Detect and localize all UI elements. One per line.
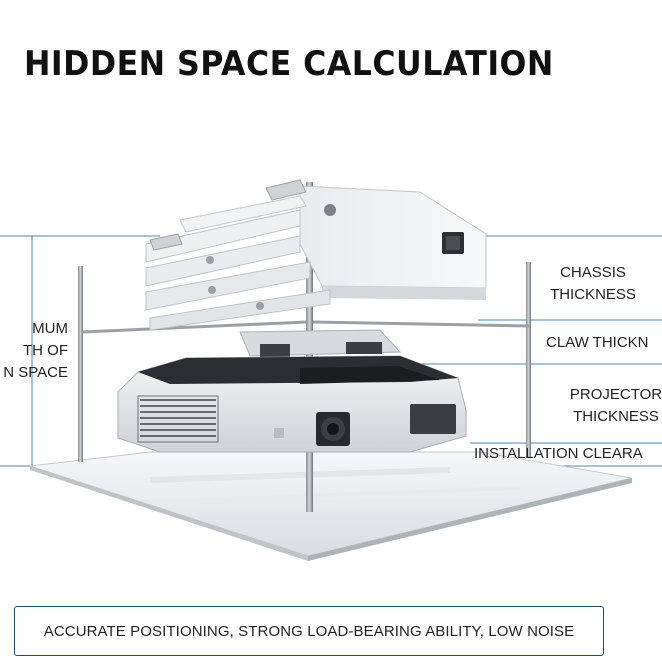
chassis-thickness-label: CHASSIS THICKNESS (538, 262, 648, 306)
hidden-space-label-line-2: TH OF (23, 342, 68, 359)
projector (117, 355, 467, 453)
installation-clearance-label: INSTALLATION CLEARA (474, 445, 643, 462)
cross-bars (81, 320, 531, 334)
projector-thickness-label: PROJECTOR THICKNESS (566, 384, 662, 428)
left-support-rod (78, 266, 83, 462)
page-title: HIDDEN SPACE CALCULATION (24, 44, 554, 84)
projector-label-line-2: THICKNESS (573, 408, 659, 425)
hidden-space-depth-label: MUM TH OF N SPACE (0, 318, 68, 384)
scissor-arms (145, 195, 336, 331)
top-brackets (149, 179, 307, 251)
projector-label-line-1: PROJECTOR (569, 386, 662, 403)
claw-thickness-label: CLAW THICKN (546, 334, 649, 351)
right-support-rod (526, 262, 531, 458)
ceiling-panel (29, 451, 633, 561)
hidden-space-label-line-3: N SPACE (3, 364, 68, 381)
claw-mount (239, 329, 402, 358)
chassis-label-line-1: CHASSIS (560, 264, 626, 281)
feature-banner: ACCURATE POSITIONING, STRONG LOAD-BEARIN… (14, 606, 604, 656)
chassis-label-line-2: THICKNESS (550, 286, 636, 303)
feature-banner-text: ACCURATE POSITIONING, STRONG LOAD-BEARIN… (43, 622, 575, 640)
hidden-space-label-line-1: MUM (32, 320, 68, 337)
motor-housing (299, 185, 487, 300)
